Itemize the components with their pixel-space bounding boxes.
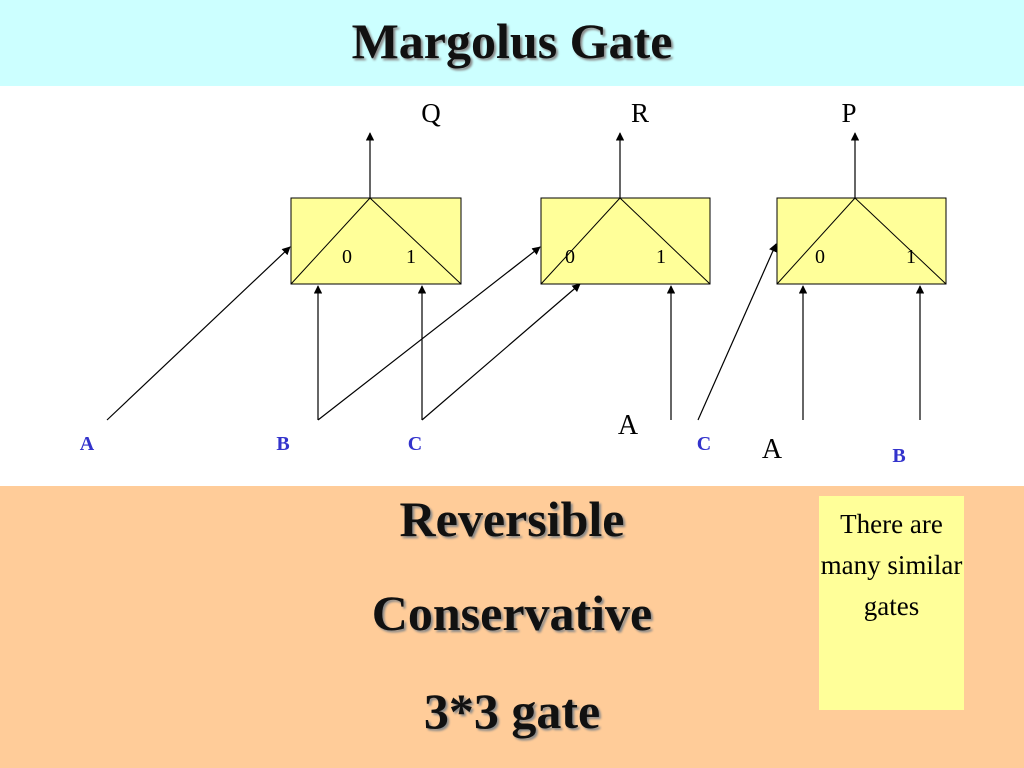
input-c-label: C	[408, 433, 422, 455]
property-conservative: Conservative	[371, 585, 653, 641]
input-c-label-p: C	[697, 433, 711, 455]
gate-network: Q 0 1 R 0 1 P 0 1	[80, 98, 947, 467]
input-1-label: 1	[656, 246, 666, 268]
mux-right-edge	[619, 197, 711, 285]
output-label: Q	[421, 98, 441, 128]
title-bar: Margolus Gate	[0, 0, 1024, 86]
input-1-label: 1	[406, 246, 416, 268]
mux-right-edge	[369, 197, 462, 285]
input-b-label: B	[276, 433, 289, 455]
mux-left-edge	[540, 197, 621, 285]
note-text: There are many similar gates	[820, 509, 963, 621]
input-a-label: A	[80, 433, 95, 455]
input-0-label: 0	[342, 246, 352, 268]
input-b-label-p: B	[892, 445, 905, 467]
gate-p: P 0 1	[776, 98, 947, 285]
input-0-label: 0	[565, 246, 575, 268]
property-size: 3*3 gate	[423, 683, 601, 739]
input-1-label: 1	[906, 246, 916, 268]
gate-box	[540, 197, 711, 285]
gate-q: Q 0 1	[290, 98, 462, 285]
mux-right-edge	[854, 197, 947, 285]
mux-left-edge	[290, 197, 371, 285]
property-reversible: Reversible	[399, 491, 625, 547]
margolus-diagram: Q 0 1 R 0 1 P 0 1	[0, 86, 1024, 486]
wire-a-to-q-sel	[106, 246, 291, 421]
input-a-label-r: A	[618, 410, 639, 441]
output-label: R	[631, 98, 649, 128]
gate-r: R 0 1	[540, 98, 711, 285]
note-box: There are many similar gates	[819, 496, 964, 710]
output-label: P	[841, 98, 856, 128]
wire-b-to-r-sel	[317, 246, 541, 421]
wire-c-to-r-0	[421, 283, 581, 421]
mux-left-edge	[776, 197, 856, 285]
slide-title: Margolus Gate	[351, 13, 673, 69]
wires	[106, 243, 925, 421]
input-0-label: 0	[815, 246, 825, 268]
gate-box	[776, 197, 947, 285]
wire-c-to-p-sel	[697, 243, 777, 421]
gate-box	[290, 197, 462, 285]
input-a-label-p: A	[762, 434, 783, 465]
